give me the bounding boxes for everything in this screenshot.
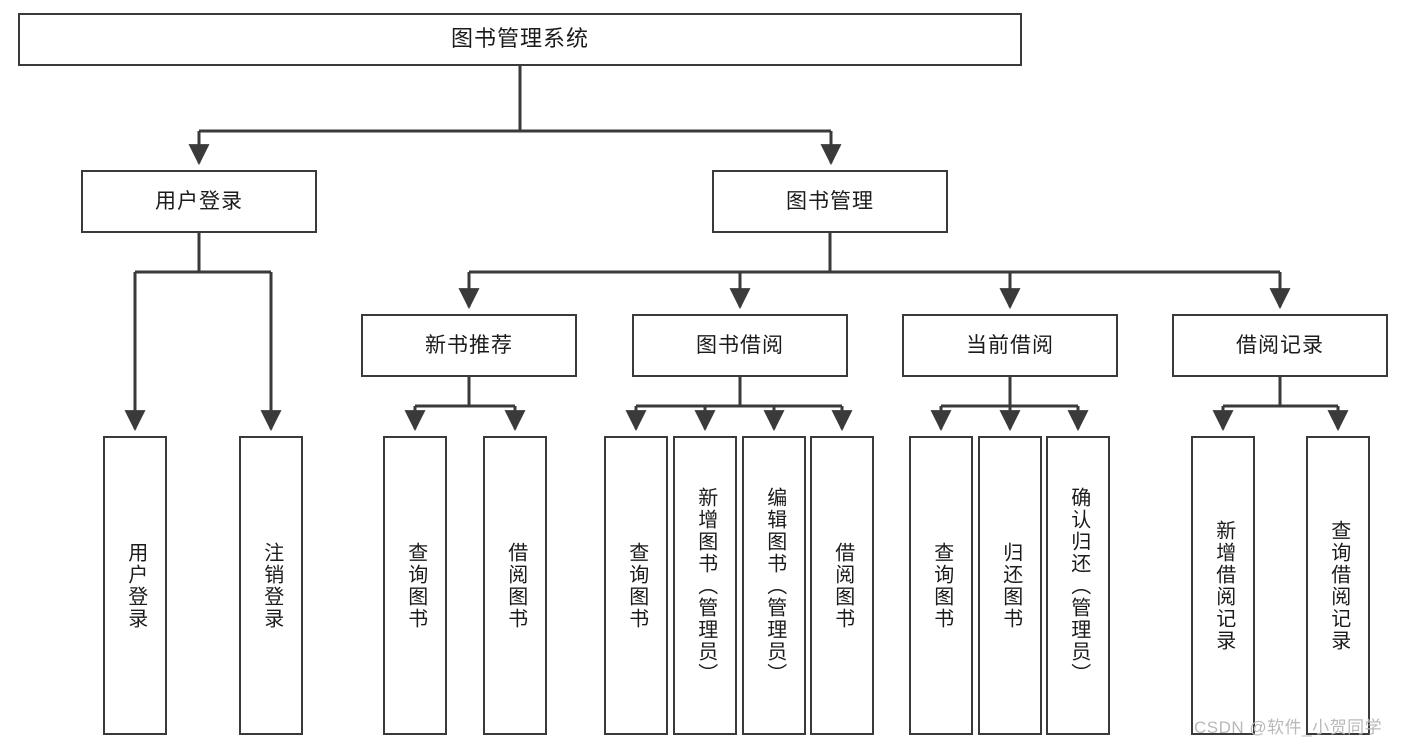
node-leaf-query-book-3-label: 查询图书 (930, 541, 953, 630)
node-leaf-borrow-book-1-label: 借阅图书 (504, 541, 527, 630)
node-leaf-logout-login[interactable]: 注销登录 (239, 436, 303, 735)
node-user-login-label: 用户登录 (155, 189, 243, 213)
node-leaf-query-book-1-label: 查询图书 (404, 541, 427, 630)
node-leaf-query-book-1[interactable]: 查询图书 (383, 436, 447, 735)
node-leaf-add-book-label: 新增图书（管理员） (694, 486, 717, 685)
node-leaf-borrow-book-2[interactable]: 借阅图书 (810, 436, 874, 735)
node-leaf-query-book-3[interactable]: 查询图书 (909, 436, 973, 735)
node-leaf-add-record[interactable]: 新增借阅记录 (1191, 436, 1255, 735)
node-leaf-user-login-label: 用户登录 (124, 541, 147, 630)
node-leaf-query-record-label: 查询借阅记录 (1327, 519, 1350, 652)
node-root-label: 图书管理系统 (450, 26, 589, 52)
node-book-borrow-label: 图书借阅 (696, 333, 784, 357)
node-new-book-rec[interactable]: 新书推荐 (361, 314, 577, 377)
node-book-borrow[interactable]: 图书借阅 (632, 314, 848, 377)
node-borrow-record[interactable]: 借阅记录 (1172, 314, 1388, 377)
node-leaf-return-book-label: 归还图书 (999, 541, 1022, 630)
node-leaf-add-record-label: 新增借阅记录 (1212, 519, 1235, 652)
node-leaf-user-login[interactable]: 用户登录 (103, 436, 167, 735)
node-current-borrow[interactable]: 当前借阅 (902, 314, 1118, 377)
node-root[interactable]: 图书管理系统 (18, 13, 1022, 66)
node-leaf-query-book-2-label: 查询图书 (625, 541, 648, 630)
node-user-login[interactable]: 用户登录 (81, 170, 317, 233)
node-leaf-borrow-book-2-label: 借阅图书 (831, 541, 854, 630)
node-current-borrow-label: 当前借阅 (966, 333, 1054, 357)
node-leaf-logout-login-label: 注销登录 (260, 541, 283, 630)
node-leaf-query-record[interactable]: 查询借阅记录 (1306, 436, 1370, 735)
node-leaf-confirm-return-label: 确认归还（管理员） (1067, 486, 1090, 685)
node-leaf-edit-book[interactable]: 编辑图书（管理员） (742, 436, 806, 735)
node-leaf-query-book-2[interactable]: 查询图书 (604, 436, 668, 735)
node-leaf-borrow-book-1[interactable]: 借阅图书 (483, 436, 547, 735)
node-leaf-return-book[interactable]: 归还图书 (978, 436, 1042, 735)
watermark-text: CSDN @软件_小贺同学 (1194, 718, 1383, 737)
node-borrow-record-label: 借阅记录 (1236, 333, 1324, 357)
node-leaf-add-book[interactable]: 新增图书（管理员） (673, 436, 737, 735)
node-book-manage[interactable]: 图书管理 (712, 170, 948, 233)
node-leaf-edit-book-label: 编辑图书（管理员） (763, 486, 786, 685)
node-new-book-rec-label: 新书推荐 (425, 333, 513, 357)
node-book-manage-label: 图书管理 (786, 189, 874, 213)
node-leaf-confirm-return[interactable]: 确认归还（管理员） (1046, 436, 1110, 735)
